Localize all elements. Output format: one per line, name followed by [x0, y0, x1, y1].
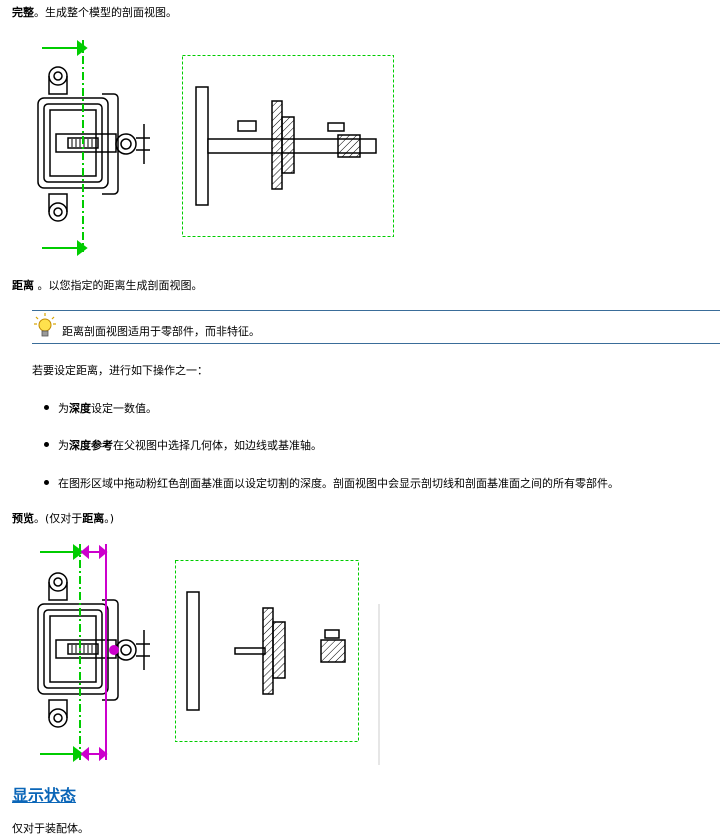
bullet-dot	[44, 405, 49, 410]
figure-preview-section-view	[175, 560, 380, 765]
complete-paragraph: 完整。生成整个模型的剖面视图。	[12, 4, 177, 20]
preview-paragraph: 预览。(仅对于距离。)	[12, 510, 114, 526]
bullet-post: 在父视图中选择几何体，如边线或基准轴。	[113, 439, 322, 452]
display-state-heading-link[interactable]: 显示状态	[12, 786, 77, 805]
lightbulb-icon	[34, 313, 56, 337]
figure-preview-parent-view	[37, 544, 150, 762]
bullet-item-depth-reference: 为深度参考在父视图中选择几何体，如边线或基准轴。	[58, 437, 322, 453]
bullet-post: 在图形区域中拖动粉红色剖面基准面以设定切割的深度。剖面视图中会显示剖切线和剖面基…	[58, 477, 619, 490]
complete-label: 完整	[12, 6, 34, 19]
bullet-item-drag-plane: 在图形区域中拖动粉红色剖面基准面以设定切割的深度。剖面视图中会显示剖切线和剖面基…	[58, 475, 619, 491]
note-text: 距离剖面视图适用于零部件，而非特征。	[62, 325, 260, 338]
figure-complete-parent-view	[37, 40, 150, 256]
note-box: 距离剖面视图适用于零部件，而非特征。	[32, 310, 720, 344]
preview-text: 。(仅对于	[34, 512, 83, 525]
distance-text: 。以您指定的距离生成剖面视图。	[34, 279, 203, 292]
distance-paragraph: 距离 。以您指定的距离生成剖面视图。	[12, 277, 203, 293]
preview-bold: 距离	[82, 512, 105, 525]
bullet-dot	[44, 442, 49, 447]
bullet-pre: 为	[58, 402, 69, 415]
bullet-item-depth: 为深度设定一数值。	[58, 400, 157, 416]
bullet-pre: 为	[58, 439, 69, 452]
bullet-bold: 深度参考	[69, 439, 113, 452]
distance-label: 距离	[12, 279, 34, 292]
bullet-bold: 深度	[69, 402, 91, 415]
preview-tail: 。)	[104, 512, 115, 525]
footer-text: 仅对于装配体。	[12, 822, 89, 835]
bullet-dot	[44, 480, 49, 485]
bullet-post: 设定一数值。	[91, 402, 157, 415]
preview-label: 预览	[12, 512, 34, 525]
complete-text: 。生成整个模型的剖面视图。	[34, 6, 177, 19]
intro-text: 若要设定距离，进行如下操作之一：	[32, 364, 208, 377]
figure-complete-section-view	[182, 55, 394, 237]
